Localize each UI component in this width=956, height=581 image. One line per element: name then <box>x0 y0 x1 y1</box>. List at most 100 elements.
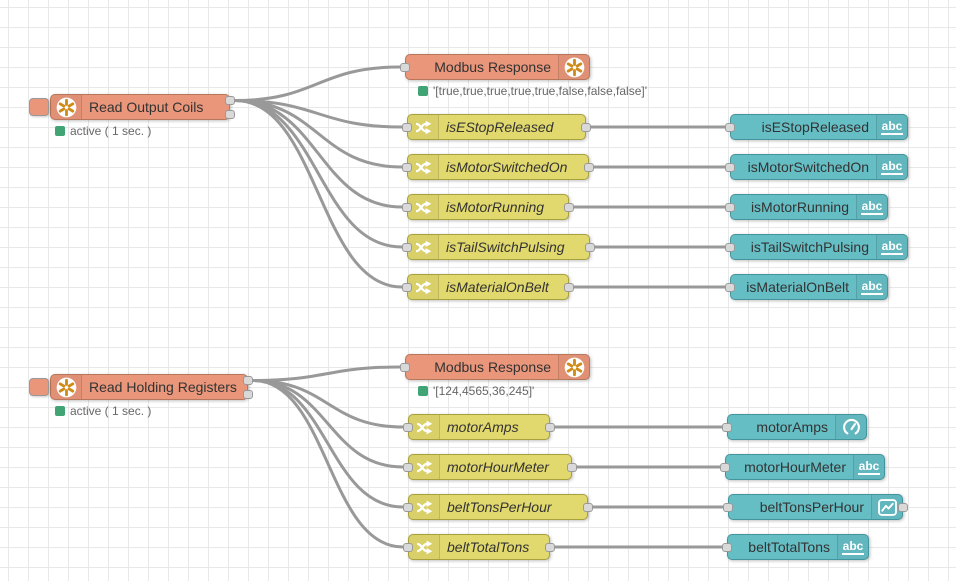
input-port[interactable] <box>725 122 735 132</box>
status-dot-icon <box>418 386 428 396</box>
input-port[interactable] <box>403 422 413 432</box>
output-port[interactable] <box>898 502 908 512</box>
modbus-flower-icon <box>558 355 589 379</box>
modbus-flower-icon <box>558 55 589 79</box>
node-ch-motorAmps[interactable]: motorAmps <box>403 414 555 440</box>
input-port[interactable] <box>725 282 735 292</box>
node-label: beltTonsPerHour <box>759 499 864 515</box>
input-port[interactable] <box>722 542 732 552</box>
output-port[interactable] <box>545 542 555 552</box>
input-port[interactable] <box>403 462 413 472</box>
node-ch-isMotorSwitchedOn[interactable]: isMotorSwitchedOn <box>402 154 594 180</box>
node-modbus-response-2[interactable]: Modbus Response <box>400 354 590 380</box>
inject-button[interactable] <box>29 98 49 116</box>
node-label: motorHourMeter <box>744 459 846 475</box>
node-label: Read Holding Registers <box>89 379 237 395</box>
inject-button[interactable] <box>29 378 49 396</box>
node-ch-isMaterialOnBelt[interactable]: isMaterialOnBelt <box>402 274 574 300</box>
node-label: isTailSwitchPulsing <box>446 239 565 255</box>
node-label: Modbus Response <box>434 59 551 75</box>
node-label: Read Output Coils <box>89 99 204 115</box>
input-port[interactable] <box>725 162 735 172</box>
input-port[interactable] <box>400 62 410 72</box>
shuffle-icon <box>408 115 439 139</box>
wire[interactable] <box>233 65 402 102</box>
status-dot-icon <box>55 126 65 136</box>
input-port[interactable] <box>402 282 412 292</box>
output-port[interactable] <box>564 202 574 212</box>
status-dot-icon <box>418 86 428 96</box>
node-ch-beltTotalTons[interactable]: beltTotalTons <box>403 534 555 560</box>
status-text: '[124,4565,36,245]' <box>433 384 535 398</box>
output-port-1[interactable] <box>225 109 235 119</box>
input-port[interactable] <box>402 242 412 252</box>
node-label: isMotorRunning <box>750 199 849 215</box>
wire[interactable] <box>233 99 404 169</box>
node-label: isMaterialOnBelt <box>446 279 549 295</box>
input-port[interactable] <box>403 502 413 512</box>
node-ch-isTailSwitchPulsing[interactable]: isTailSwitchPulsing <box>402 234 595 260</box>
abc-icon: abc <box>837 535 868 559</box>
node-label: isTailSwitchPulsing <box>750 239 869 255</box>
wire[interactable] <box>251 379 405 469</box>
node-label: motorAmps <box>447 419 519 435</box>
gauge-icon <box>835 415 866 439</box>
output-port-1[interactable] <box>243 389 253 399</box>
input-port[interactable] <box>722 422 732 432</box>
status-text: '[true,true,true,true,true,false,false,f… <box>433 84 648 98</box>
output-port[interactable] <box>584 162 594 172</box>
modbus-flower-icon <box>51 95 82 119</box>
input-port[interactable] <box>402 162 412 172</box>
input-port[interactable] <box>402 122 412 132</box>
node-ch-isEStopReleased[interactable]: isEStopReleased <box>402 114 591 140</box>
node-label: isEStopReleased <box>446 119 554 135</box>
shuffle-icon <box>409 535 440 559</box>
input-port[interactable] <box>725 242 735 252</box>
shuffle-icon <box>408 275 439 299</box>
wire[interactable] <box>233 99 404 209</box>
chart-icon <box>871 495 902 519</box>
shuffle-icon <box>408 235 439 259</box>
output-port[interactable] <box>564 282 574 292</box>
wire[interactable] <box>251 379 405 509</box>
wire[interactable] <box>251 379 405 549</box>
input-port[interactable] <box>400 362 410 372</box>
node-ui-beltTonsPerHour[interactable]: beltTonsPerHour <box>723 494 908 520</box>
node-label: motorHourMeter <box>447 459 549 475</box>
output-port[interactable] <box>583 502 593 512</box>
abc-icon: abc <box>876 155 907 179</box>
wire[interactable] <box>251 365 402 382</box>
node-ui-motorAmps[interactable]: motorAmps <box>722 414 867 440</box>
output-port[interactable] <box>585 242 595 252</box>
node-ch-motorHourMeter[interactable]: motorHourMeter <box>403 454 577 480</box>
node-ch-beltTonsPerHour[interactable]: beltTonsPerHour <box>403 494 593 520</box>
output-port[interactable] <box>545 422 555 432</box>
wire[interactable] <box>251 379 405 429</box>
node-label: beltTotalTons <box>447 539 530 555</box>
input-port[interactable] <box>723 502 733 512</box>
node-read-holding-registers[interactable]: Read Holding Registers <box>29 374 253 400</box>
input-port[interactable] <box>720 462 730 472</box>
wire[interactable] <box>233 99 404 289</box>
wire[interactable] <box>233 99 404 249</box>
node-ch-isMotorRunning[interactable]: isMotorRunning <box>402 194 574 220</box>
input-port[interactable] <box>403 542 413 552</box>
status-dot-icon <box>55 406 65 416</box>
output-port[interactable] <box>581 122 591 132</box>
output-port[interactable] <box>567 462 577 472</box>
output-port-0[interactable] <box>225 96 235 105</box>
node-modbus-response-1[interactable]: Modbus Response <box>400 54 590 80</box>
input-port[interactable] <box>725 202 735 212</box>
output-port-0[interactable] <box>243 376 253 385</box>
input-port[interactable] <box>402 202 412 212</box>
node-read-output-coils[interactable]: Read Output Coils <box>29 94 235 120</box>
